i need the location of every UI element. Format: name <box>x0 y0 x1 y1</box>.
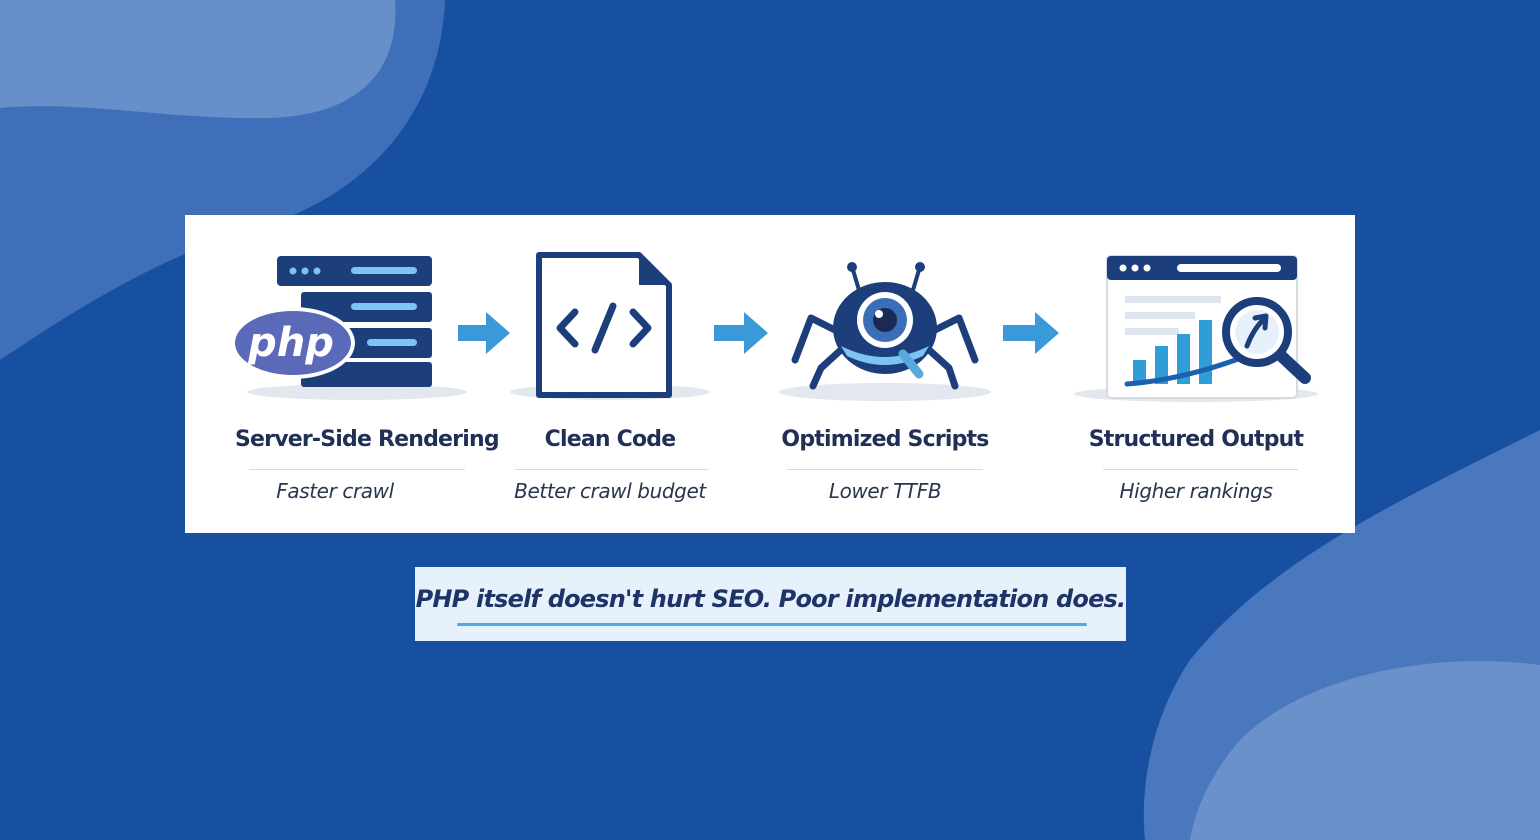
spider-bot-icon <box>779 262 991 401</box>
step-optimized-scripts: Optimized Scripts Lower TTFB <box>777 215 993 533</box>
step-title: Structured Output <box>1088 427 1304 452</box>
tagline-text: PHP itself doesn't hurt SEO. Poor implem… <box>415 585 1127 613</box>
step-subtitle: Faster crawl <box>276 479 394 503</box>
code-file-icon <box>510 252 710 400</box>
top-left-blob-highlight <box>0 0 396 119</box>
divider <box>515 469 708 470</box>
step-server-side-rendering: php Server-Side Rendering Faster crawl <box>235 215 500 533</box>
divider <box>249 469 465 470</box>
step-title: Clean Code <box>544 427 677 452</box>
step-subtitle: Higher rankings <box>1119 479 1273 503</box>
step-subtitle: Better crawl budget <box>514 479 706 503</box>
tagline-box: PHP itself doesn't hurt SEO. Poor implem… <box>415 567 1126 641</box>
php-logo-text: php <box>247 320 334 366</box>
step-title: Server-Side Rendering <box>235 427 500 452</box>
step-clean-code: Clean Code Better crawl budget <box>505 215 715 533</box>
bottom-right-blob-highlight <box>1190 661 1540 840</box>
step-structured-output: Structured Output Higher rankings <box>1071 215 1333 533</box>
divider <box>1103 469 1298 470</box>
step-title: Optimized Scripts <box>781 427 989 452</box>
step-subtitle: Lower TTFB <box>828 479 942 503</box>
divider <box>787 469 983 470</box>
right-arrow-icon <box>714 312 768 354</box>
tagline-underline <box>457 623 1087 626</box>
php-server-icon: php <box>235 256 467 400</box>
right-arrow-icon <box>1003 312 1059 354</box>
right-arrow-icon <box>458 312 510 354</box>
rankings-chart-icon <box>1074 255 1318 402</box>
steps-panel: php Server-Side Rendering Faster crawl C… <box>185 215 1355 533</box>
